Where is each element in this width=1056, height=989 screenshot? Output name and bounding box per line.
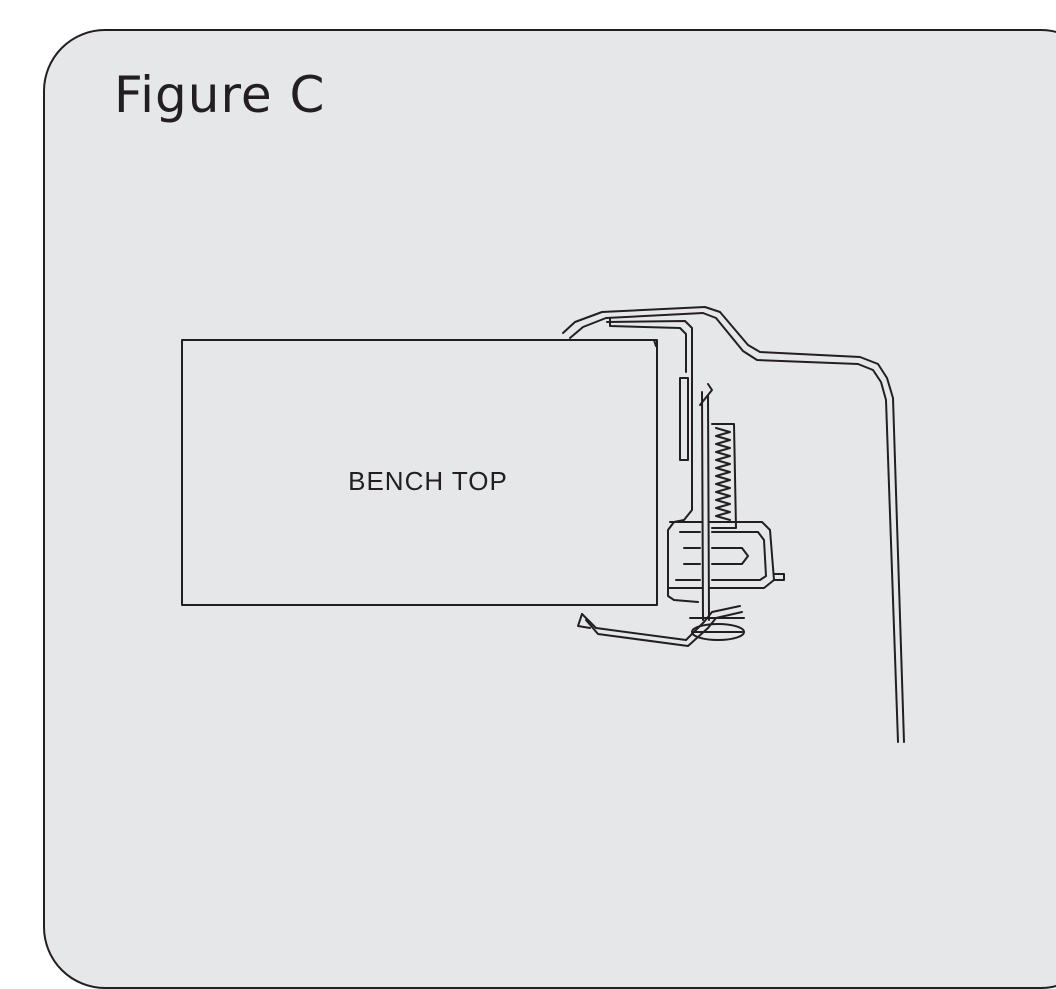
clamp-tab xyxy=(773,573,785,581)
clamp-body-inner xyxy=(675,531,767,581)
figure-panel xyxy=(43,29,1056,989)
inner-skirt-line xyxy=(569,312,899,743)
clamp-detail xyxy=(683,547,749,565)
top-clip-inner xyxy=(609,317,687,373)
bolt-head xyxy=(691,623,745,641)
top-clip-outer xyxy=(569,339,657,347)
bracket-plate-left xyxy=(679,377,689,461)
spring-housing xyxy=(711,423,737,529)
bracket-plate-mid xyxy=(667,391,699,603)
bench-top-label: BENCH TOP xyxy=(348,466,508,496)
top-clip-strip xyxy=(606,320,693,393)
bench-top-block xyxy=(181,339,658,606)
lower-strap-hook xyxy=(577,613,591,629)
tension-rod-a xyxy=(701,391,704,621)
tension-rod-b xyxy=(707,395,710,621)
spring-coil xyxy=(715,427,731,521)
figure-title: Figure C xyxy=(114,66,326,124)
outer-skirt-line xyxy=(562,306,905,743)
rod-tab xyxy=(699,383,713,406)
cross-section-diagram: BENCH TOP xyxy=(181,306,905,743)
clamp-body xyxy=(667,521,775,589)
